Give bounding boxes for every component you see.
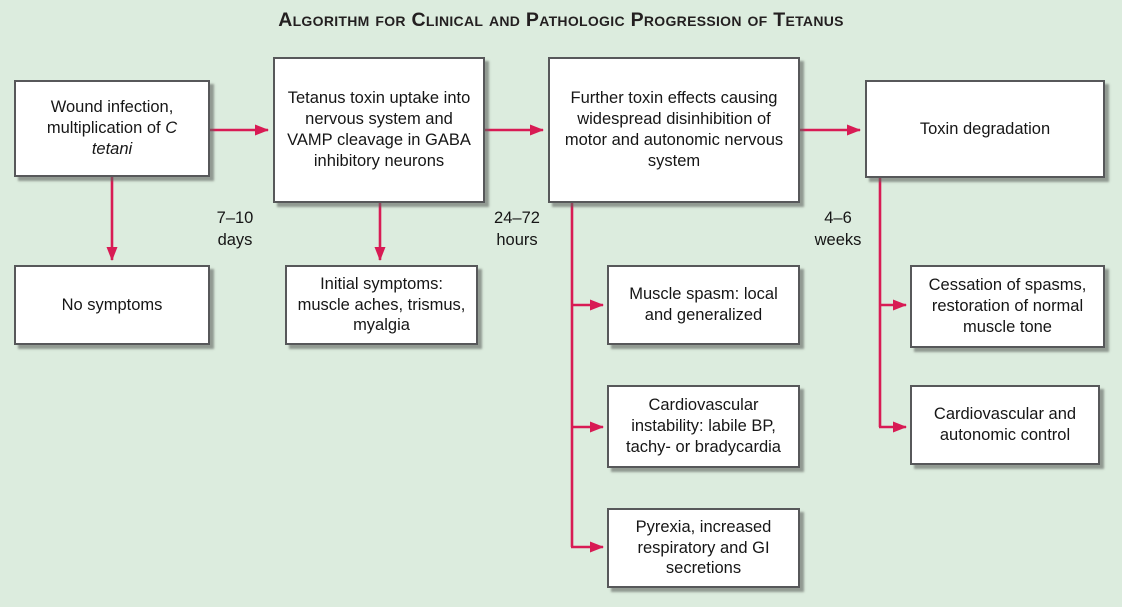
node-cardiovascular-instability: Cardiovascular instability: labile BP, t… — [607, 385, 800, 468]
time-unit: hours — [496, 230, 538, 249]
time-value: 24–72 — [494, 209, 540, 227]
node-toxin-uptake: Tetanus toxin uptake into nervous system… — [273, 57, 485, 203]
node-muscle-spasm: Muscle spasm: local and generalized — [607, 265, 800, 345]
time-unit: days — [217, 230, 253, 249]
node-text: Toxin degradation — [919, 119, 1051, 138]
node-text: Wound infection, multiplication of C tet… — [46, 98, 178, 158]
time-value: 7–10 — [216, 209, 254, 227]
node-text: Cardiovascular and autonomic control — [933, 405, 1077, 444]
node-toxin-effects: Further toxin effects causing widespread… — [548, 57, 800, 203]
node-initial-symptoms: Initial symptoms: muscle aches, trismus,… — [285, 265, 478, 345]
time-label-4-6-weeks: 4–6 weeks — [796, 208, 880, 252]
node-no-symptoms: No symptoms — [14, 265, 210, 345]
species-name-italic: C tetani — [91, 119, 178, 158]
node-cessation-of-spasms: Cessation of spasms, restoration of norm… — [910, 265, 1105, 348]
diagram-title: Algorithm for Clinical and Pathologic Pr… — [278, 9, 844, 31]
node-text: Tetanus toxin uptake into nervous system… — [287, 89, 471, 170]
node-text: Muscle spasm: local and generalized — [629, 285, 778, 324]
node-text: Cessation of spasms, restoration of norm… — [928, 276, 1087, 336]
time-value: 4–6 — [824, 209, 852, 227]
node-text: Initial symptoms: muscle aches, trismus,… — [297, 274, 466, 335]
time-unit: weeks — [814, 230, 862, 249]
node-text: Cardiovascular instability: labile BP, t… — [626, 396, 781, 456]
node-text: No symptoms — [61, 295, 163, 314]
node-text: Further toxin effects causing widespread… — [564, 89, 784, 170]
node-toxin-degradation: Toxin degradation — [865, 80, 1105, 178]
node-wound-infection: Wound infection, multiplication of C tet… — [14, 80, 210, 177]
node-cardiovascular-control: Cardiovascular and autonomic control — [910, 385, 1100, 465]
node-text: Pyrexia, increased respiratory and GI se… — [635, 517, 772, 578]
time-label-7-10-days: 7–10 days — [193, 208, 277, 252]
time-label-24-72-hours: 24–72 hours — [475, 208, 559, 252]
node-pyrexia: Pyrexia, increased respiratory and GI se… — [607, 508, 800, 588]
